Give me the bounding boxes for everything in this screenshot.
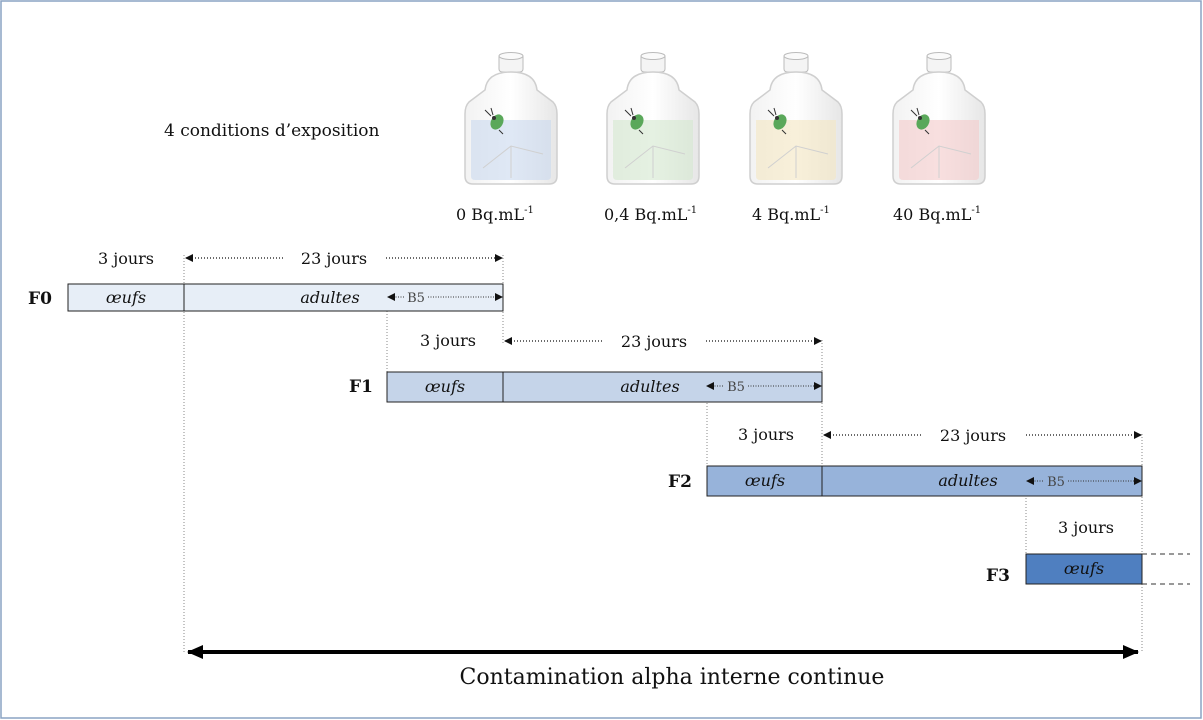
generation-label-f1: F1 xyxy=(349,377,373,397)
daphnia-icon xyxy=(484,107,504,135)
days-adults-f0: 23 jours xyxy=(301,249,367,268)
adults-text-f2: adultes xyxy=(938,471,997,490)
eggs-bar-f3 xyxy=(1025,553,1143,585)
daphnia-icon xyxy=(624,107,644,135)
eggs-bar-f0 xyxy=(67,283,185,312)
jar-0 xyxy=(464,52,558,185)
daphnia-icon xyxy=(910,107,930,135)
days-adults-f1: 23 jours xyxy=(621,332,687,351)
conditions-label: 4 conditions d’exposition xyxy=(164,121,380,141)
days-eggs-f2: 3 jours xyxy=(738,425,794,444)
b5-label-f1: B5 xyxy=(727,380,745,395)
generation-label-f3: F3 xyxy=(986,566,1010,586)
jar-3 xyxy=(892,52,986,185)
days-eggs-f0: 3 jours xyxy=(98,249,154,268)
eggs-text-f2: œufs xyxy=(745,471,785,490)
jar-label-2: 4 Bq.mL-1 xyxy=(752,205,830,224)
jar-2 xyxy=(749,52,843,185)
days-adults-f2: 23 jours xyxy=(940,426,1006,445)
jar-label-3: 40 Bq.mL-1 xyxy=(893,205,981,224)
eggs-text-f0: œufs xyxy=(106,288,146,307)
eggs-bar-f1 xyxy=(386,371,504,403)
generation-label-f0: F0 xyxy=(28,289,52,309)
adults-text-f1: adultes xyxy=(620,377,679,396)
contamination-label: Contamination alpha interne continue xyxy=(460,665,885,690)
daphnia-icon xyxy=(767,107,787,135)
b5-label-f0: B5 xyxy=(407,291,425,306)
guide-lines xyxy=(183,255,1143,652)
adults-text-f0: adultes xyxy=(300,288,359,307)
days-eggs-f3: 3 jours xyxy=(1058,518,1114,537)
jar-label-1: 0,4 Bq.mL-1 xyxy=(604,205,697,224)
jar-1 xyxy=(606,52,700,185)
eggs-text-f1: œufs xyxy=(425,377,465,396)
days-eggs-f1: 3 jours xyxy=(420,331,476,350)
adults-bar-f1 xyxy=(502,371,823,403)
adults-bar-f0 xyxy=(183,283,504,312)
generation-label-f2: F2 xyxy=(668,472,692,492)
b5-label-f2: B5 xyxy=(1047,475,1065,490)
eggs-text-f3: œufs xyxy=(1064,559,1104,578)
jar-label-0: 0 Bq.mL-1 xyxy=(456,205,534,224)
